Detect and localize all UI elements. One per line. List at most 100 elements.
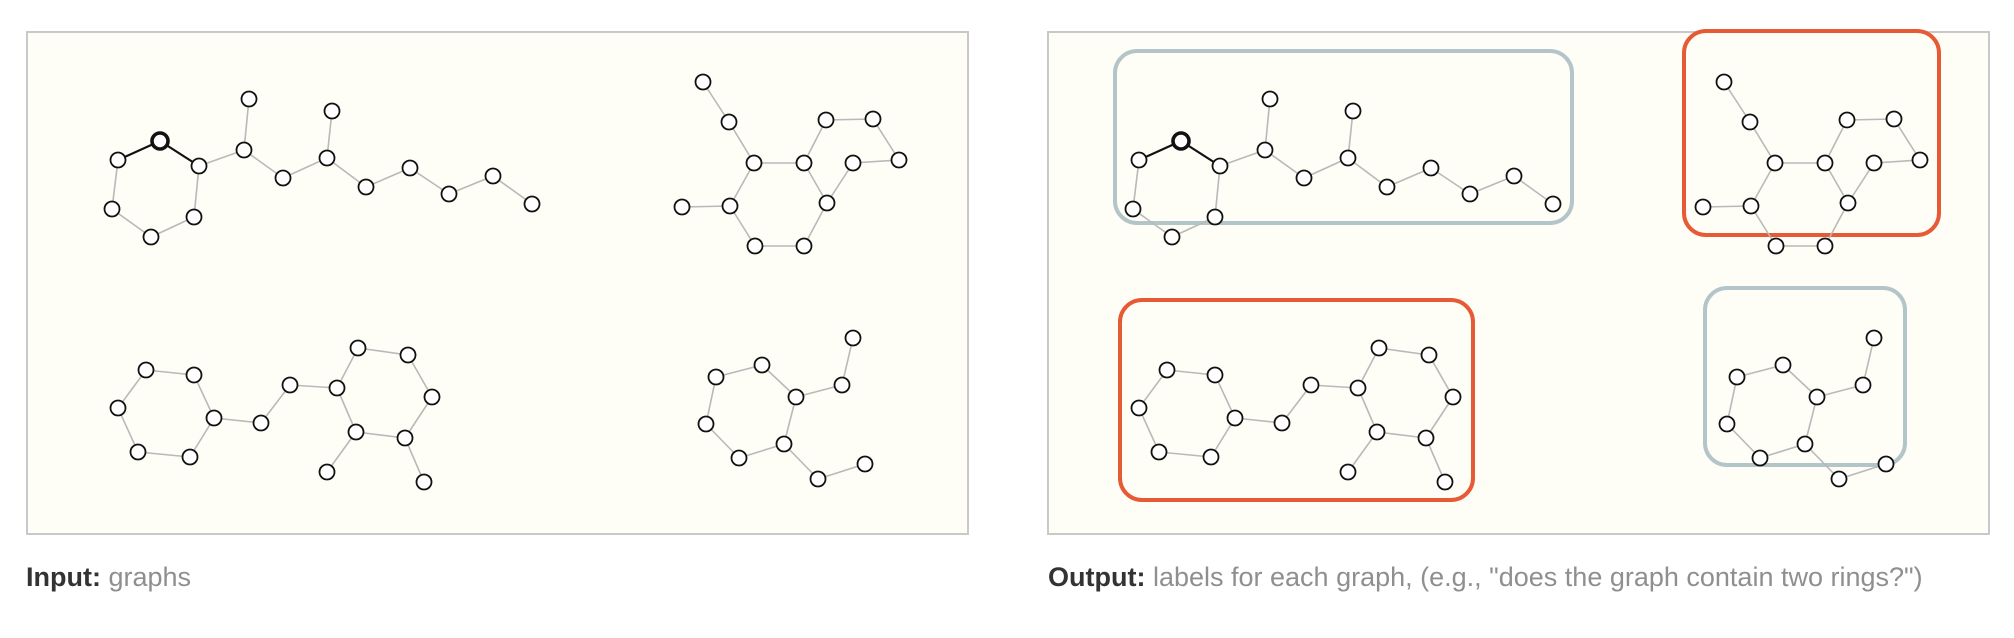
graph-node [1261,90,1279,108]
highlighted-node [150,131,170,151]
output-panel-frame [1047,31,1990,535]
graph-edge [357,347,409,356]
graph-node [1865,154,1883,172]
graph-node [1163,228,1181,246]
graph-node [1273,414,1291,432]
graph-a [1113,49,1574,246]
graph-node [1130,151,1148,169]
graph-node [856,455,874,473]
graph-node [440,185,458,203]
graph-node [1368,423,1386,441]
graph-node [753,356,771,374]
graph-edge [137,451,191,458]
graph-node [1767,237,1785,255]
graph-node [190,157,208,175]
label-frame-two-rings [1118,298,1475,502]
graph-node [423,388,441,406]
graph-node [1751,449,1769,467]
graph-d [1703,286,1907,488]
graph-node [1865,329,1883,347]
graph-node [349,339,367,357]
graph-node [730,449,748,467]
graph-node [357,178,375,196]
graph-b [673,73,908,255]
graph-node [1211,157,1229,175]
graph-c [109,339,441,491]
graph-node [1461,185,1479,203]
graph-edge [1264,98,1271,151]
graph-node [817,111,835,129]
graph-node [1436,473,1454,491]
graph-node [137,361,155,379]
graph-node [1339,149,1357,167]
graph-edge [1378,347,1430,356]
graph-node [1206,208,1224,226]
graph-node [795,237,813,255]
graph-node [1422,159,1440,177]
graph-node [328,379,346,397]
graph-node [1838,111,1856,129]
graph-node [1839,194,1857,212]
graph-node [673,198,691,216]
label-frame-one-ring [1703,286,1907,467]
graph-node [1694,198,1712,216]
input-caption-label: Input: [26,562,101,592]
graph-node [1816,154,1834,172]
graph-node [1885,110,1903,128]
graph-node [109,399,127,417]
graph-node [1505,167,1523,185]
label-frame-one-ring [1113,49,1574,225]
graph-node [1796,435,1814,453]
graph-a [103,90,541,246]
graph-node [1830,470,1848,488]
graph-node [1370,339,1388,357]
graph-node [1718,415,1736,433]
graph-node [181,448,199,466]
graph-node [707,368,725,386]
graph-node [1911,151,1929,169]
graph-node [1349,379,1367,397]
graph-node [1741,113,1759,131]
graph-edge [1158,451,1212,458]
graph-node [1150,443,1168,461]
graph-node [274,169,292,187]
output-panel [1047,29,1990,535]
graph-node [109,151,127,169]
graph-node [1728,368,1746,386]
output-caption-label: Output: [1048,562,1146,592]
graph-node [399,346,417,364]
input-caption: Input: graphs [26,562,191,593]
graph-node [1295,169,1313,187]
graph-node [844,154,862,172]
graph-node [721,197,739,215]
graph-node [185,366,203,384]
graph-node [484,167,502,185]
graph-node [185,208,203,226]
graph-node [745,154,763,172]
graph-node [1444,388,1462,406]
graph-node [281,376,299,394]
graph-node [809,470,827,488]
graph-node [1877,455,1895,473]
graph-node [318,149,336,167]
output-caption-text: labels for each graph, (e.g., "does the … [1152,562,1923,592]
graph-node [746,237,764,255]
graph-node [129,443,147,461]
graph-node [252,414,270,432]
graph-node [864,110,882,128]
graph-node [1130,399,1148,417]
graph-node [1816,237,1834,255]
graph-node [787,388,805,406]
graph-node [1378,178,1396,196]
graph-node [205,409,223,427]
graph-node [401,159,419,177]
graph-node [833,376,851,394]
graph-node [694,73,712,91]
graph-node [142,228,160,246]
graph-node [720,113,738,131]
graph-node [1206,366,1224,384]
graph-node [415,473,433,491]
input-panel [26,31,969,535]
graph-node [1226,409,1244,427]
